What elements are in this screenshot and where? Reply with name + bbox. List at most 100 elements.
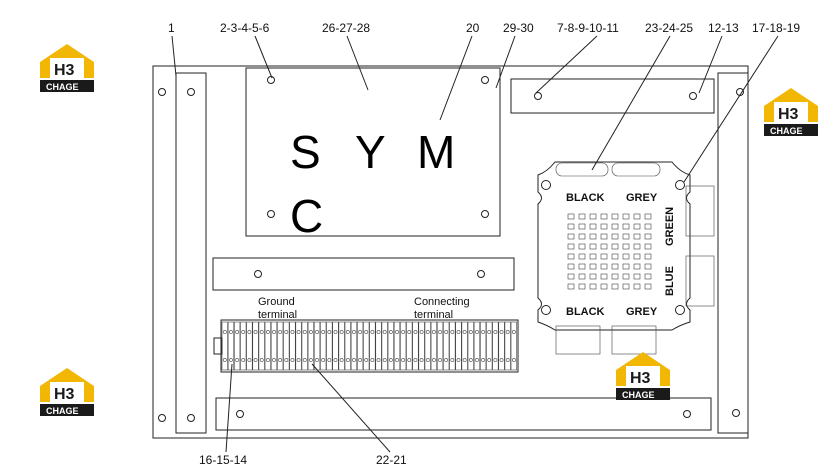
terminal-cell [295,321,302,371]
terminal-screw [278,358,283,362]
connector-pin [589,233,597,240]
terminal-screw [481,358,486,362]
terminal-screw [222,330,227,334]
terminal-cell [289,321,296,371]
terminal-screw [296,330,301,334]
terminal-cell [307,321,315,371]
terminal-screw [222,358,227,362]
terminal-screw [321,358,326,362]
connector-pin [600,253,608,260]
connector-pin [578,243,586,250]
terminal-cell [227,321,235,371]
connector-pin [600,273,608,280]
connector-pin [622,283,630,290]
logo-text: S Y M C [290,126,455,242]
terminal-cell [387,321,394,371]
leader-lines [171,35,779,453]
connector-pin [567,273,575,280]
terminal-screw [401,358,406,362]
connector-pin [644,233,652,240]
terminal-cell [424,321,431,371]
watermark-bar [764,124,818,136]
connector-pin [644,273,652,280]
connector-pin [600,263,608,270]
terminal-cell [381,321,388,371]
terminal-cell [498,321,505,371]
connector-pin [589,213,597,220]
connector-pin [633,233,641,240]
terminal-screw [450,358,455,362]
connector-pin [589,243,597,250]
watermark-top-text: H3 [778,106,799,123]
terminal-cell [277,321,284,371]
terminal-screw [395,330,399,334]
terminal-screw [302,330,307,334]
terminal-cell [221,321,228,371]
terminal-screw [253,358,258,362]
connector-pin [644,263,652,270]
connector-pin [644,283,652,290]
terminal-screw [333,330,338,334]
bottom-rail [215,397,712,431]
terminal-screw [364,358,369,362]
label-black-top: BLACK [566,192,605,204]
terminal-screw [339,330,344,334]
label-grey-bottom: GREY [626,306,658,318]
terminal-screw [259,330,264,334]
connector-pin [611,233,619,240]
watermark-bottom-text: CHAGE [770,126,803,136]
terminal-cell [338,321,345,371]
connector-pin [567,253,575,260]
terminal-screw [388,358,393,362]
terminal-cell [270,321,278,371]
terminal-cell [301,321,308,371]
terminal-cell [393,321,401,371]
terminal-screw [358,330,363,334]
callout-2: 2-3-4-5-6 [220,21,270,35]
callout-11: 22-21 [376,453,407,467]
watermark-bar [40,404,94,416]
watermark-bar [616,388,670,400]
terminal-cell [492,321,499,371]
connector-pin [633,213,641,220]
connector-pin [578,233,586,240]
connector-pin [567,263,575,270]
terminal-screw [241,330,246,334]
connector-pin [567,223,575,230]
connector-pin [578,273,586,280]
connector-pin [611,253,619,260]
connector-module: BLACK GREY BLACK GREY GREEN BLUE [537,161,715,355]
watermark-top-text: H3 [54,386,75,403]
terminal-screw [382,358,387,362]
connector-pin [578,223,586,230]
connector-pin [622,273,630,280]
terminal-screw [235,358,240,362]
terminal-screw [419,358,424,362]
connector-pin [633,263,641,270]
watermark-top-text: H3 [54,62,75,79]
terminal-cell [473,321,481,371]
terminal-screw [493,330,498,334]
terminal-cell [486,321,493,371]
terminal-screw [462,330,467,334]
connector-pin [644,253,652,260]
watermark-top-text: H3 [630,370,651,387]
callout-7: 23-24-25 [645,21,693,35]
terminal-screw [376,358,381,362]
terminal-screw [290,330,295,334]
terminal-screw [358,358,363,362]
terminal-screw [505,330,510,334]
terminal-screw [272,330,276,334]
terminal-cell [449,321,456,371]
connector-pin [578,213,586,220]
logo-letter: S [290,126,321,178]
terminal-screw [265,358,270,362]
watermark-inner [50,382,84,402]
connector-pin [633,253,641,260]
connector-pin [644,223,652,230]
terminal-screw [272,358,276,362]
ground-terminal-line2: terminal [258,309,297,321]
